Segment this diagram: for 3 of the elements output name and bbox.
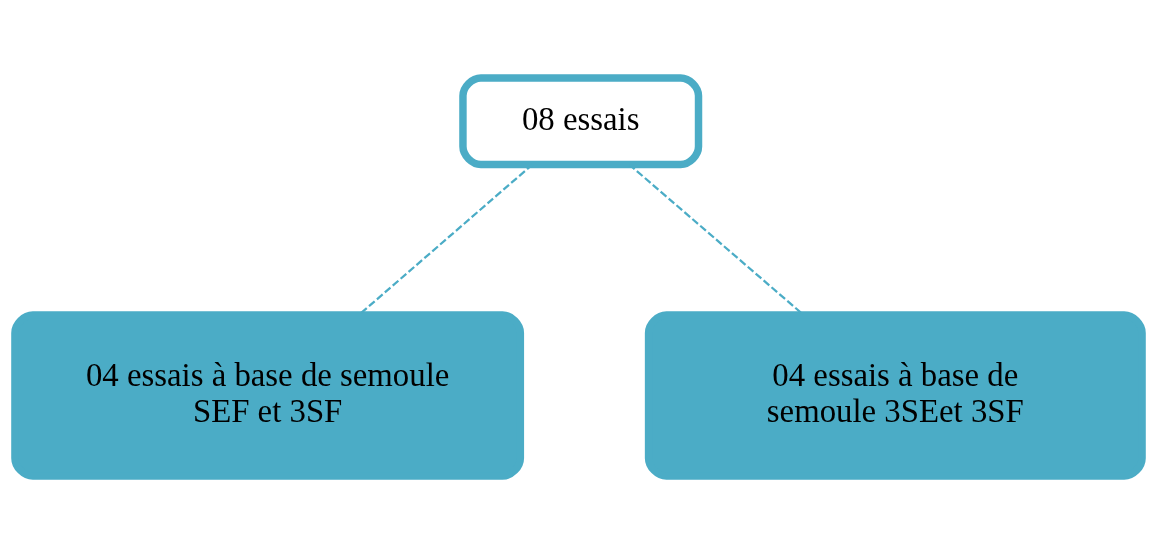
node-box: 08 essais <box>459 73 703 168</box>
node-box: 04 essais à base de semoule SEF et 3SF <box>11 310 525 480</box>
node-box: 04 essais à base de semoule 3SEet 3SF <box>644 310 1146 480</box>
